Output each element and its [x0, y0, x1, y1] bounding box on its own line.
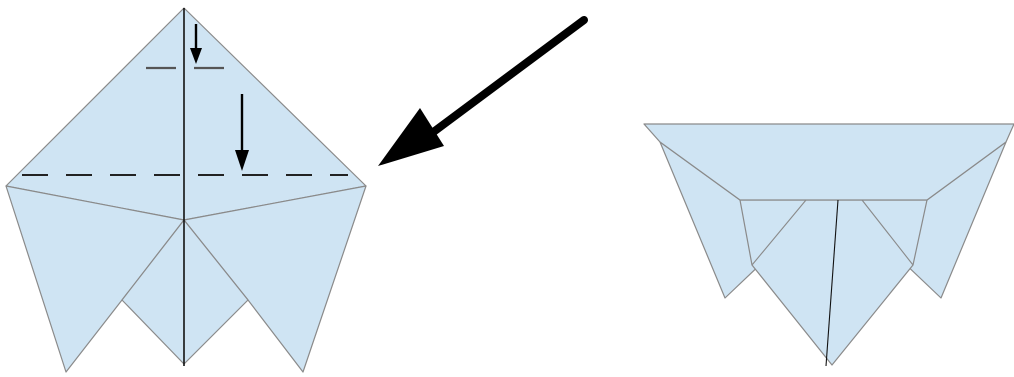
step-before-fold: [5, 7, 367, 373]
right-inner-edge: [861, 199, 914, 266]
transition-arrow: [378, 16, 588, 166]
center-crease-folded: [825, 199, 839, 367]
folded-top-band: [643, 123, 1014, 201]
middle-point-flap-folded: [739, 199, 928, 366]
left-inner-edge: [751, 199, 807, 266]
step-after-fold: [643, 123, 1014, 367]
top-triangle-flap: [5, 7, 367, 221]
fold-down-arrow-middle: [235, 94, 249, 171]
fold-down-arrow-top: [190, 24, 202, 64]
